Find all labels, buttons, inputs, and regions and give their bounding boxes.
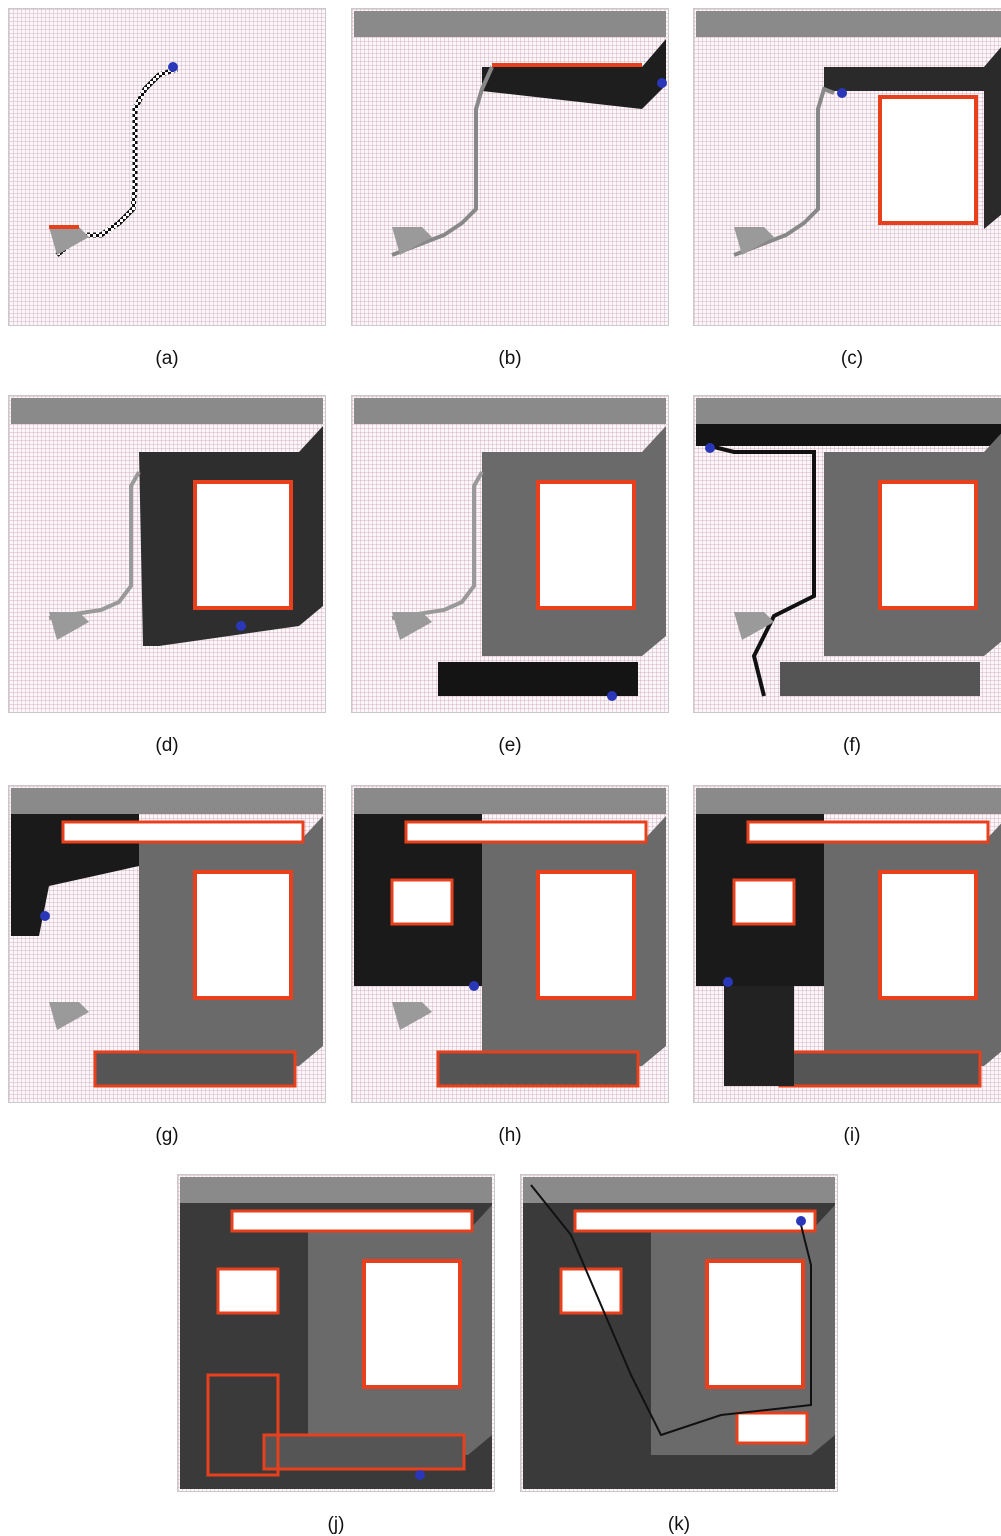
explored-region-top [11,398,323,424]
map-c [693,8,1001,326]
explored-region-corridor [482,39,666,109]
caption-k: (k) [520,1514,838,1536]
room-outline-top [575,1211,815,1231]
room-outline-top [406,822,646,842]
room-outline-bottom [737,1413,807,1443]
caption-c: (c) [693,348,1001,370]
map-g [8,785,326,1103]
room-outline [195,482,291,608]
room-outline [364,1261,460,1387]
map-c-drawing [694,9,1001,326]
caption-a: (a) [8,348,326,370]
caption-i: (i) [693,1125,1001,1147]
map-a [8,8,326,326]
room-outline-top [748,822,988,842]
explored-region-bottom [780,662,980,696]
explored-region [49,1002,89,1030]
explored-region-top [180,1177,492,1203]
room-outline-small [392,880,452,924]
caption-b: (b) [351,348,669,370]
room-outline [195,872,291,998]
map-b-drawing [352,9,669,326]
explored-region-bottom [438,662,638,696]
map-h [351,785,669,1103]
room-outline-bottom [438,1052,638,1086]
room-outline-small [561,1269,621,1313]
room-outline [538,872,634,998]
path-trace [392,472,482,618]
map-e-drawing [352,396,669,713]
room-outline-top [232,1211,472,1231]
explored-region [49,612,89,640]
room-outline-bottom [95,1052,295,1086]
path-trace [49,472,139,618]
explored-region-top [696,788,1001,814]
robot-marker [657,78,667,88]
room-outline-small [734,880,794,924]
map-g-drawing [9,786,326,1103]
explored-region-top [523,1177,835,1203]
caption-j: (j) [177,1514,495,1536]
explored-region-top [11,788,323,814]
explored-region [49,227,89,255]
room-outline [880,482,976,608]
robot-marker [607,691,617,701]
room-outline [707,1261,803,1387]
caption-e: (e) [351,735,669,757]
robot-marker [168,62,178,72]
room-outline-bottom [780,1052,980,1086]
robot-marker [415,1470,425,1480]
map-j [177,1174,495,1492]
path-trace [392,67,492,255]
room-outline [880,872,976,998]
path-trace [710,446,814,696]
map-f-drawing [694,396,1001,713]
caption-g: (g) [8,1125,326,1147]
room-outline-bottom [264,1435,464,1469]
explored-region-top [354,788,666,814]
map-k-drawing [521,1175,838,1492]
explored-region [392,1002,432,1030]
map-e [351,395,669,713]
caption-f: (f) [693,735,1001,757]
robot-marker [236,621,246,631]
explored-region-lower-left [724,986,794,1086]
map-d-drawing [9,396,326,713]
explored-region-top-light [696,398,1001,424]
map-i [693,785,1001,1103]
explored-region-top [354,11,666,37]
robot-marker [705,443,715,453]
map-b [351,8,669,326]
caption-d: (d) [8,735,326,757]
map-i-drawing [694,786,1001,1103]
map-k [520,1174,838,1492]
room-outline [880,97,976,223]
room-outline-top [63,822,303,842]
map-h-drawing [352,786,669,1103]
explored-region-top [696,11,1001,37]
robot-marker [796,1216,806,1226]
robot-marker [837,88,847,98]
map-j-drawing [178,1175,495,1492]
map-a-drawing [9,9,326,326]
room-outline-small [218,1269,278,1313]
robot-marker [723,977,733,987]
caption-h: (h) [351,1125,669,1147]
explored-region-top [696,424,1001,446]
explored-region-top [354,398,666,424]
map-d [8,395,326,713]
map-f [693,395,1001,713]
robot-marker [40,911,50,921]
explored-region [392,612,432,640]
robot-marker [469,981,479,991]
room-outline [538,482,634,608]
